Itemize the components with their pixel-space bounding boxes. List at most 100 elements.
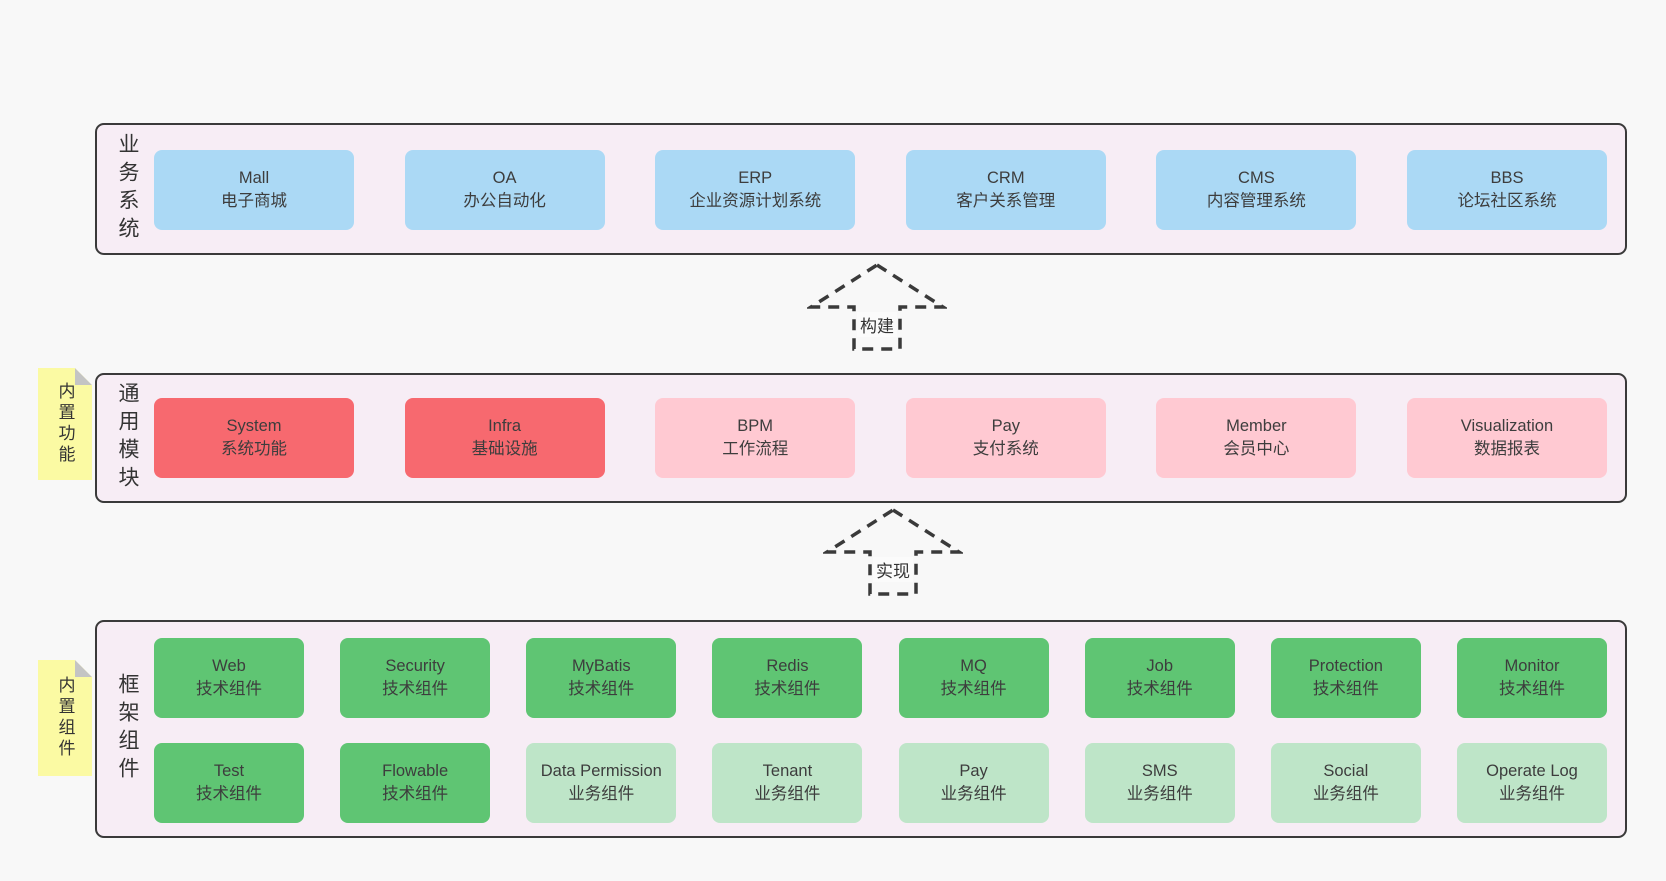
common-modules-row: System 系统功能 Infra 基础设施 BPM 工作流程 Pay 支付系统…: [154, 398, 1607, 478]
box-visualization-subtitle: 数据报表: [1473, 440, 1540, 458]
box-flowable-name: Flowable: [382, 762, 449, 780]
box-erp: ERP 企业资源计划系统: [655, 150, 856, 230]
box-pay-subtitle: 支付系统: [972, 440, 1039, 458]
box-infra-name: Infra: [488, 417, 522, 435]
box-test-subtitle: 技术组件: [196, 785, 262, 803]
box-flowable: Flowable 技术组件: [340, 743, 491, 823]
box-protection: Protection 技术组件: [1270, 638, 1421, 718]
box-test-name: Test: [213, 762, 245, 780]
box-member: Member 会员中心: [1156, 398, 1357, 478]
box-bpm: BPM 工作流程: [655, 398, 856, 478]
box-mall: Mall 电子商城: [154, 150, 354, 230]
layer-framework-components-label: 框架组件: [116, 673, 139, 785]
box-mall-name: Mall: [238, 169, 270, 187]
box-infra: Infra 基础设施: [404, 398, 605, 478]
box-bpm-subtitle: 工作流程: [722, 440, 789, 458]
box-bpm-name: BPM: [737, 417, 774, 435]
box-mall-subtitle: 电子商城: [221, 192, 287, 210]
box-social-name: Social: [1323, 762, 1369, 780]
box-flowable-subtitle: 技术组件: [382, 785, 449, 803]
box-infra-subtitle: 基础设施: [471, 440, 538, 458]
layer-common-modules-label: 通用模块: [116, 382, 139, 494]
box-visualization: Visualization 数据报表: [1406, 398, 1607, 478]
box-mybatis-subtitle: 技术组件: [568, 680, 635, 698]
box-test: Test 技术组件: [154, 743, 304, 823]
box-crm-subtitle: 客户关系管理: [956, 192, 1056, 210]
box-sms-subtitle: 业务组件: [1126, 785, 1193, 803]
box-cms: CMS 内容管理系统: [1156, 150, 1357, 230]
box-member-name: Member: [1226, 417, 1287, 435]
sticky-note-built-in-features-label: 内置功能: [55, 382, 75, 466]
box-bbs-subtitle: 论坛社区系统: [1457, 192, 1557, 210]
box-data-permission: Data Permission 业务组件: [526, 743, 677, 823]
box-member-subtitle: 会员中心: [1223, 440, 1290, 458]
box-mybatis: MyBatis 技术组件: [526, 638, 677, 718]
box-bbs: BBS 论坛社区系统: [1406, 150, 1607, 230]
box-pay-name: Pay: [991, 417, 1020, 435]
build-arrow: 构建: [807, 261, 947, 353]
box-sms-name: SMS: [1141, 762, 1178, 780]
box-data-permission-subtitle: 业务组件: [568, 785, 635, 803]
box-operate-log: Operate Log 业务组件: [1456, 743, 1607, 823]
box-oa-name: OA: [492, 169, 517, 187]
box-mybatis-name: MyBatis: [571, 657, 631, 675]
box-redis: Redis 技术组件: [712, 638, 863, 718]
box-monitor-name: Monitor: [1504, 657, 1560, 675]
box-web-subtitle: 技术组件: [196, 680, 262, 698]
layer-framework-components: 框架组件 Web 技术组件 Security 技术组件 MyBatis 技术组件…: [95, 620, 1627, 838]
box-redis-name: Redis: [766, 657, 809, 675]
box-monitor: Monitor 技术组件: [1456, 638, 1607, 718]
box-system: System 系统功能: [154, 398, 354, 478]
sticky-note-built-in-components-label: 内置组件: [55, 676, 75, 760]
box-web-name: Web: [212, 657, 246, 675]
layer-common-modules: 通用模块 System 系统功能 Infra 基础设施 BPM 工作流程 Pay…: [95, 373, 1627, 503]
box-oa: OA 办公自动化: [404, 150, 605, 230]
box-operate-log-subtitle: 业务组件: [1498, 785, 1565, 803]
box-operate-log-name: Operate Log: [1486, 762, 1578, 780]
box-system-name: System: [226, 417, 282, 435]
box-data-permission-name: Data Permission: [540, 762, 662, 780]
box-cms-subtitle: 内容管理系统: [1206, 192, 1306, 210]
sticky-note-built-in-components: 内置组件: [38, 660, 92, 776]
layer-business-systems: 业务系统 Mall 电子商城 OA 办公自动化 ERP 企业资源计划系统 CRM…: [95, 123, 1627, 255]
box-tenant-subtitle: 业务组件: [754, 785, 821, 803]
up-arrow-icon: [823, 507, 963, 596]
business-systems-row: Mall 电子商城 OA 办公自动化 ERP 企业资源计划系统 CRM 客户关系…: [154, 150, 1607, 230]
box-tenant-name: Tenant: [762, 762, 813, 780]
box-mq: MQ 技术组件: [898, 638, 1049, 718]
box-tenant: Tenant 业务组件: [712, 743, 863, 823]
implement-arrow-label: 实现: [873, 557, 913, 582]
box-system-subtitle: 系统功能: [221, 440, 287, 458]
box-mq-subtitle: 技术组件: [940, 680, 1007, 698]
box-erp-name: ERP: [738, 169, 773, 187]
box-bbs-name: BBS: [1490, 169, 1524, 187]
box-web: Web 技术组件: [154, 638, 304, 718]
box-security: Security 技术组件: [340, 638, 491, 718]
box-redis-subtitle: 技术组件: [754, 680, 821, 698]
box-erp-subtitle: 企业资源计划系统: [689, 192, 822, 210]
box-mq-name: MQ: [960, 657, 987, 675]
build-arrow-label: 构建: [857, 312, 897, 337]
box-job-subtitle: 技术组件: [1126, 680, 1193, 698]
box-pay-business-name: Pay: [959, 762, 988, 780]
framework-components-row-2: Test 技术组件 Flowable 技术组件 Data Permission …: [154, 743, 1607, 823]
box-monitor-subtitle: 技术组件: [1498, 680, 1565, 698]
box-social-subtitle: 业务组件: [1312, 785, 1379, 803]
sticky-note-built-in-features: 内置功能: [38, 368, 92, 480]
framework-components-row-1: Web 技术组件 Security 技术组件 MyBatis 技术组件 Redi…: [154, 638, 1607, 718]
box-cms-name: CMS: [1238, 169, 1275, 187]
box-visualization-name: Visualization: [1460, 417, 1554, 435]
box-crm-name: CRM: [986, 169, 1025, 187]
box-social: Social 业务组件: [1270, 743, 1421, 823]
box-security-name: Security: [385, 657, 445, 675]
box-pay: Pay 支付系统: [905, 398, 1106, 478]
box-oa-subtitle: 办公自动化: [463, 192, 546, 210]
implement-arrow: 实现: [823, 506, 963, 598]
box-job: Job 技术组件: [1084, 638, 1235, 718]
box-protection-subtitle: 技术组件: [1312, 680, 1379, 698]
box-pay-business: Pay 业务组件: [898, 743, 1049, 823]
box-crm: CRM 客户关系管理: [905, 150, 1106, 230]
box-security-subtitle: 技术组件: [382, 680, 449, 698]
box-job-name: Job: [1146, 657, 1173, 675]
